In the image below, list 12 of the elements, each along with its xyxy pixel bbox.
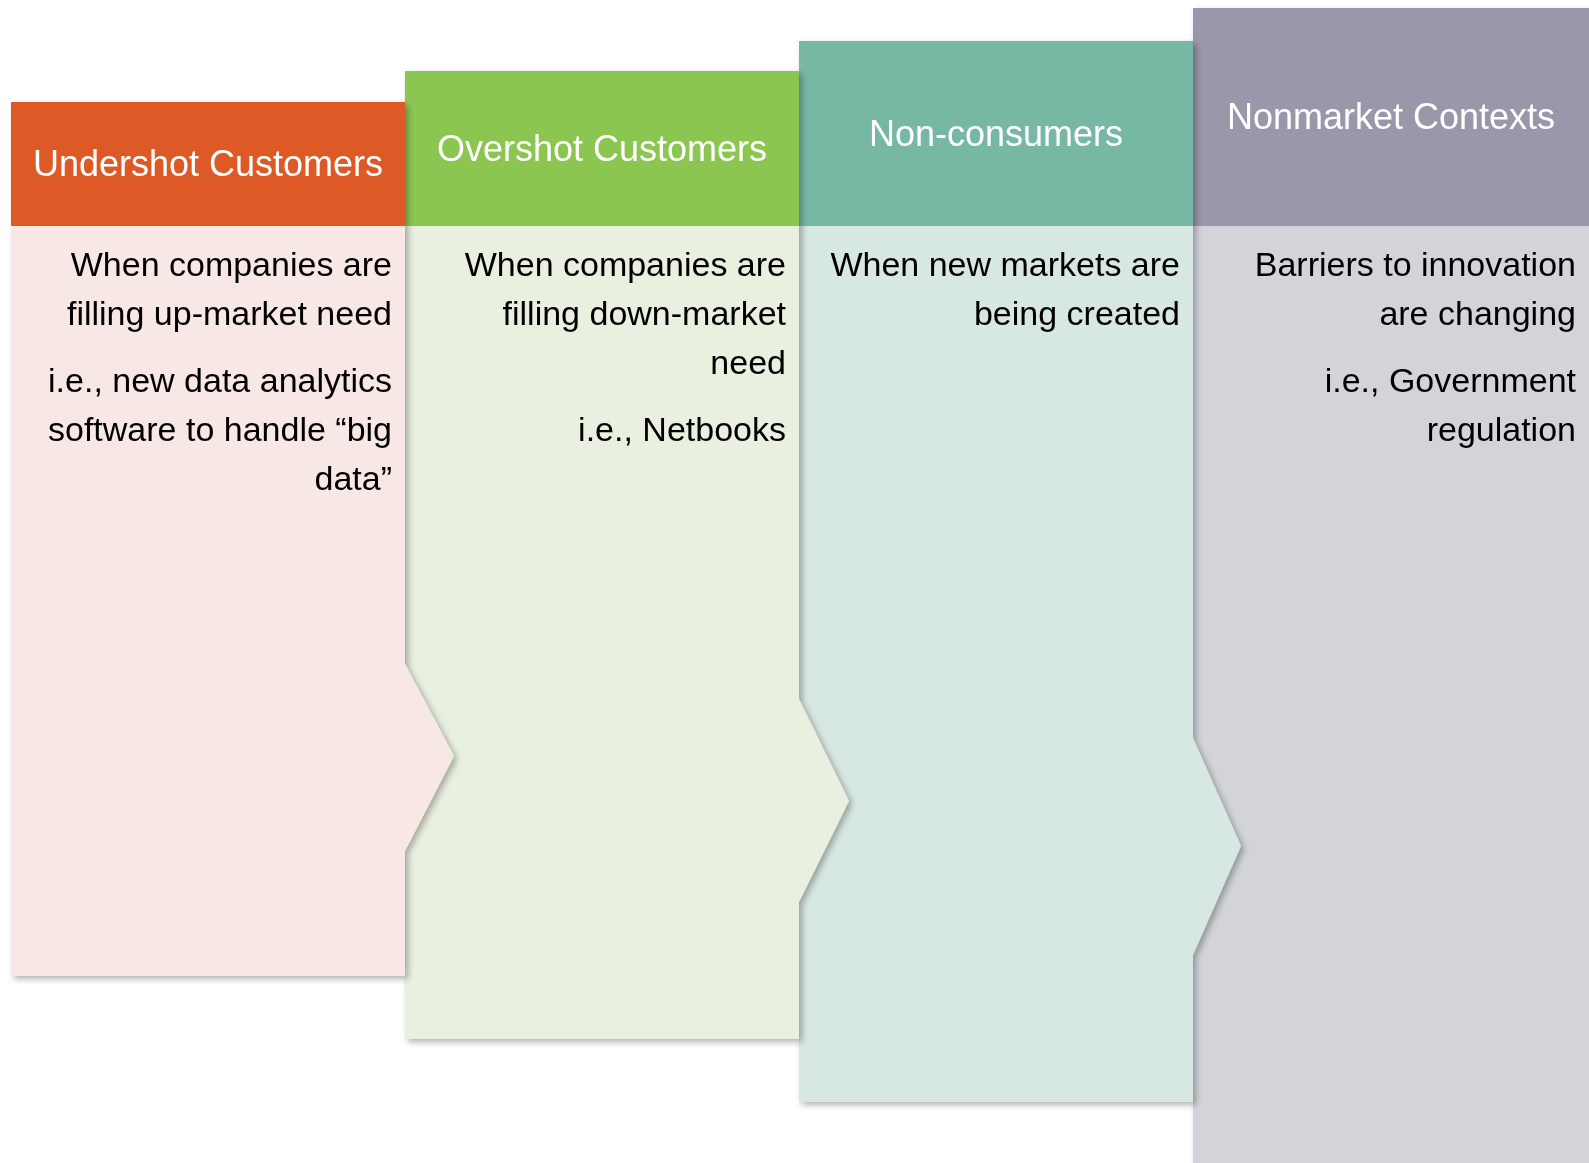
body-text: i.e., new data analytics software to handle “big data” [47,360,392,499]
body-text: When companies are filling up-market need [65,244,392,334]
body-text: Barriers to innovation are changing [1253,244,1576,334]
column-panel [1193,8,1589,1163]
body-text: When companies are filling down-market need [463,244,786,383]
column-heading: Non-consumers [868,111,1124,156]
column-heading: Overshot Customers [436,126,768,171]
body-text: When new markets are being created [829,244,1180,334]
column-heading: Undershot Customers [32,142,384,186]
column-heading: Nonmarket Contexts [1226,95,1556,139]
body-text: i.e., Netbooks [578,409,786,450]
body-text: i.e., Government regulation [1323,360,1576,450]
